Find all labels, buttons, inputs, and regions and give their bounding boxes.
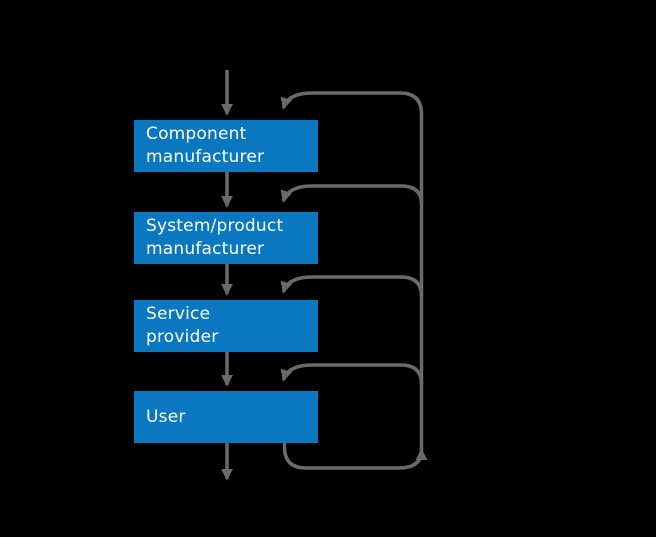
box-user: User [134, 391, 318, 443]
feedback-loop-from-user [282, 443, 428, 470]
box-service-provider: Service provider [134, 300, 318, 352]
box-component-manufacturer: Component manufacturer [134, 120, 318, 172]
box-label-line: User [146, 406, 186, 427]
feedback-arrow-to-system-manufacturer [280, 184, 424, 205]
box-system-product-manufacturer: System/product manufacturer [134, 212, 318, 264]
box-label-line: System/product [146, 216, 284, 236]
feedback-arrow-to-component-manufacturer [280, 91, 424, 450]
feedback-arrow-to-user [280, 363, 424, 385]
box-label-line: Service [146, 304, 211, 324]
box-label-line: provider [146, 327, 219, 347]
box-label-line: Component [146, 124, 247, 144]
feedback-arrow-to-service-provider [280, 275, 424, 297]
box-label-line: manufacturer [146, 147, 265, 167]
box-label-line: manufacturer [146, 239, 265, 259]
